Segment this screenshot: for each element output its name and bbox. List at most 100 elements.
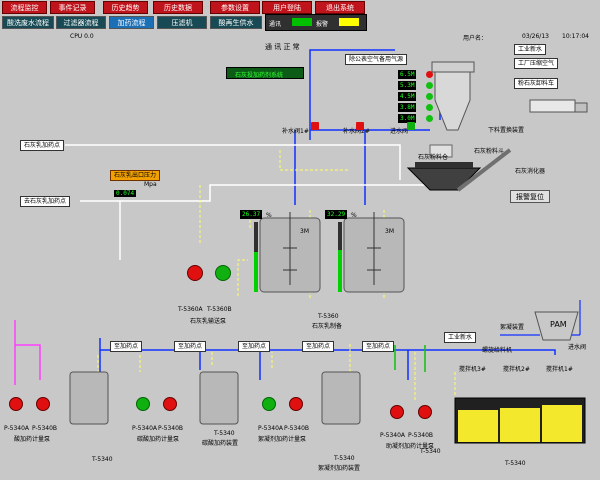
p-label: P-5340B xyxy=(408,432,434,439)
menu-process-monitor[interactable]: 流程监控 xyxy=(2,1,47,14)
water-valve-2-label: 补水阀2# xyxy=(343,128,370,135)
p-label: P-5340B xyxy=(158,425,184,432)
dosing-device-label: 絮凝装置 xyxy=(500,324,525,331)
menu-history-trend[interactable]: 历史趋势 xyxy=(103,1,148,14)
menu-event-log[interactable]: 事件记录 xyxy=(50,1,95,14)
level-lamp xyxy=(426,71,433,78)
tank2-pct: % xyxy=(351,212,357,219)
small-tank-name: T-5340 xyxy=(92,456,113,463)
tab-dosing[interactable]: 加药流程 xyxy=(109,16,154,29)
comm-indicator xyxy=(292,18,312,26)
industrial-water-2-box: 工业新水 xyxy=(444,332,477,343)
pump-B-label: T-5360B xyxy=(207,306,232,313)
p-label: P-5340A xyxy=(132,425,158,432)
cpu-label: CPU 0.0 xyxy=(70,33,94,40)
tab-filter[interactable]: 过滤器流程 xyxy=(56,16,106,29)
dosing-pump-icon[interactable] xyxy=(9,397,23,411)
outlet-pressure-readout: 0.074 Mpa xyxy=(114,180,157,199)
p-label: P-5340A xyxy=(4,425,30,432)
level-value: 4.5M xyxy=(398,92,417,101)
valve-1-icon[interactable] xyxy=(311,122,319,130)
comm-status-label: 通讯 xyxy=(269,21,282,28)
tank1-level-value: 26.37 xyxy=(240,210,263,219)
status-panel: 通讯 报警 xyxy=(265,14,367,31)
pam-label: PAM xyxy=(550,320,567,329)
menu-params[interactable]: 参数设置 xyxy=(210,1,260,14)
dosing-group-name: 酸加药计量泵 xyxy=(14,436,51,443)
date-label: 03/26/13 xyxy=(522,33,549,40)
pump-A-label: T-5360A xyxy=(178,306,203,313)
dosing-group-name: 絮凝剂加药计量泵 xyxy=(258,436,307,443)
powder-truck-box: 粉石灰卸料车 xyxy=(514,78,559,89)
mix-tank-name: T-5340 xyxy=(505,460,526,467)
dosing-pump-icon[interactable] xyxy=(262,397,276,411)
lime-system-banner-text: 石灰投加药剂系统 xyxy=(235,72,284,79)
level-lamp xyxy=(426,82,433,89)
alarm-reset-button[interactable]: 报警复位 xyxy=(510,190,550,203)
tank1-pct: % xyxy=(266,212,272,219)
powder-feeder-label: 石灰粉料斗 xyxy=(474,148,505,155)
pump-A-icon[interactable] xyxy=(187,265,203,281)
dosing-group-name: 助凝剂加药计量泵 xyxy=(386,443,435,450)
dosing-pump-icon[interactable] xyxy=(136,397,150,411)
p-label: P-5340A xyxy=(258,425,284,432)
tank1-3m: 3M xyxy=(300,228,309,235)
dosing-pump-icon[interactable] xyxy=(36,397,50,411)
lime-system-banner: 石灰投加药剂系统 xyxy=(226,67,304,79)
tank-pair-sub: 石灰乳制备 xyxy=(312,323,343,330)
menu-history-data[interactable]: 历史数据 xyxy=(153,1,203,14)
pump-B-icon[interactable] xyxy=(215,265,231,281)
dosing-group-name: 碳酸加药计量泵 xyxy=(137,436,180,443)
factory-air-box: 工厂压缩空气 xyxy=(514,58,559,69)
tank-pair-name: T-5360 xyxy=(318,313,339,320)
user-label: 用户名： xyxy=(463,35,488,42)
p-label: P-5340A xyxy=(380,432,406,439)
outlet-pressure-unit: Mpa xyxy=(144,181,157,188)
tank2-3m: 3M xyxy=(385,228,394,235)
tab-acid-regen[interactable]: 酸再生供水 xyxy=(210,16,262,29)
inlet-valve-icon[interactable] xyxy=(407,122,415,130)
to-milk-lime-point-box: 去石灰乳加药点 xyxy=(20,196,71,207)
dosing-pump-icon[interactable] xyxy=(390,405,404,419)
outlet-pressure-label: 石灰乳出口压力 xyxy=(110,170,161,181)
small-tank-name: T-5340 xyxy=(420,448,441,455)
lime-slaker-label: 石灰消化器 xyxy=(515,168,546,175)
lime-pump-group-label: 石灰乳输送泵 xyxy=(190,318,227,325)
water-valve-1-label: 补水阀1# xyxy=(282,128,309,135)
tab-acid-wash[interactable]: 酸洗废水流程 xyxy=(2,16,54,29)
level-lamp xyxy=(426,104,433,111)
flocculant-device-label: 絮凝剂加药装置 xyxy=(318,465,361,472)
menu-user-login[interactable]: 用户登陆 xyxy=(262,1,312,14)
level-lamp xyxy=(426,115,433,122)
mixer-label: 搅拌机3# xyxy=(459,366,486,373)
dosing-pump-icon[interactable] xyxy=(418,405,432,419)
level-value: 3.0M xyxy=(398,114,417,123)
backup-air-box: 除公表空气备用气源 xyxy=(345,54,408,65)
comm-normal-text: 通 讯 正 常 xyxy=(265,43,300,51)
tank2-level-value: 32.29 xyxy=(325,210,348,219)
valve-2-icon[interactable] xyxy=(356,122,364,130)
small-tank-sub: 碳酸加药装置 xyxy=(202,440,239,447)
water-valve-right-label: 进水阀 xyxy=(568,344,587,351)
p-label: P-5340B xyxy=(32,425,58,432)
mixer-label: 搅拌机1# xyxy=(546,366,573,373)
screw-feeder-label: 螺旋给料机 xyxy=(482,347,513,354)
outlet-pressure-value: 0.074 xyxy=(114,190,137,197)
dosing-pump-icon[interactable] xyxy=(163,397,177,411)
small-tank-name: T-5340 xyxy=(334,455,355,462)
tab-filter-press[interactable]: 压滤机 xyxy=(157,16,207,29)
p-label: P-5340B xyxy=(284,425,310,432)
level-value: 5.3M xyxy=(398,81,417,90)
unload-device-label: 下料置换装置 xyxy=(488,127,525,134)
time-label: 10:17:04 xyxy=(562,33,589,40)
menu-exit[interactable]: 退出系统 xyxy=(315,1,365,14)
powder-bin-label: 石灰粉料仓 xyxy=(418,154,449,161)
milk-lime-point-box: 石灰乳加药点 xyxy=(20,140,65,151)
dosing-point-box: 至加药点 xyxy=(238,341,271,352)
dosing-point-box: 至加药点 xyxy=(362,341,395,352)
inlet-valve-label: 进水阀 xyxy=(390,128,409,135)
mixer-label: 搅拌机2# xyxy=(503,366,530,373)
dosing-pump-icon[interactable] xyxy=(289,397,303,411)
industrial-water-box: 工业新水 xyxy=(514,44,547,55)
